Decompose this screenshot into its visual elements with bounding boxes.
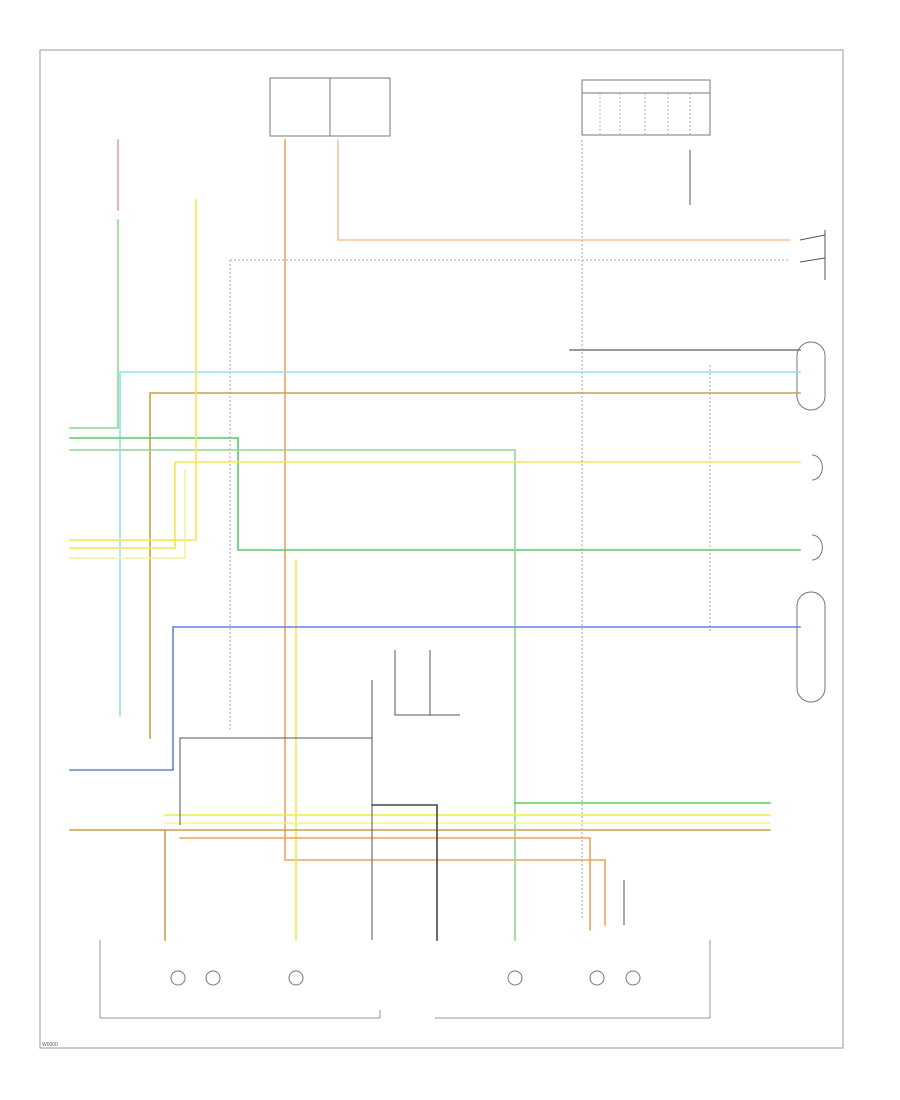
wire-yellow xyxy=(69,199,197,541)
wire-light-green-right xyxy=(69,449,516,941)
wire-light-orange xyxy=(337,139,791,241)
wire-light-green-left xyxy=(69,219,119,429)
right-tail-lamp-assembly xyxy=(435,940,711,1019)
wire-tan xyxy=(149,392,801,739)
wire-green xyxy=(69,437,801,551)
lamp-rear-right xyxy=(796,591,826,703)
ground-symbol xyxy=(623,150,691,925)
diagram-frame xyxy=(39,49,844,1049)
wire-cyan xyxy=(119,371,801,716)
wire-blue xyxy=(69,626,801,771)
diagram-code: W0000 xyxy=(42,1042,58,1048)
fuse-block-top xyxy=(269,77,711,137)
lamp-side-marker-1 xyxy=(811,454,823,481)
wire-orange-main xyxy=(284,139,606,926)
left-tail-lamp-assembly xyxy=(99,940,381,1019)
wire-ground-dark xyxy=(371,804,438,941)
lamp-side-marker-2 xyxy=(811,534,823,561)
lamp-front-right xyxy=(796,341,826,411)
switch-right-top xyxy=(799,230,826,280)
